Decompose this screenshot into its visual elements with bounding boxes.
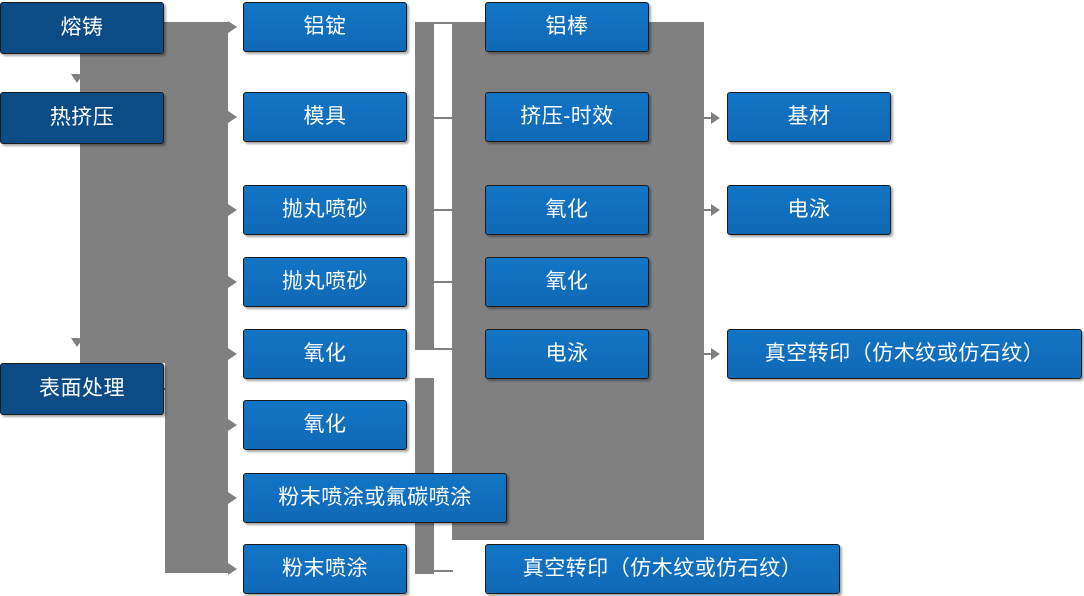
- node-label-c4-2: 电泳: [787, 197, 831, 221]
- node-powder-coating[interactable]: 粉末喷涂: [240, 541, 410, 596]
- node-electrophoresis-c4[interactable]: 电泳: [724, 182, 894, 238]
- arrow-to-c2-1: [228, 21, 237, 33]
- node-label-c2-7: 粉末喷涂或氟碳喷涂: [278, 485, 472, 509]
- node-label-c2-4: 抛丸喷砂: [282, 269, 368, 293]
- connector-mid-stub-6: [433, 570, 453, 572]
- arrow-to-c2-2: [228, 111, 237, 123]
- arrow-to-c4-3: [711, 348, 720, 360]
- node-label-c3-6: 真空转印（仿木纹或仿石纹）: [522, 556, 803, 580]
- connector-left-trunk-bottom: [165, 363, 228, 573]
- arrow-down-stage1-to-stage2: [71, 74, 83, 83]
- node-label-c3-1: 铝棒: [545, 14, 589, 38]
- arrow-down-stage2-to-stage3: [71, 338, 83, 347]
- node-label-c4-3: 真空转印（仿木纹或仿石纹）: [764, 341, 1045, 365]
- node-label-c3-5: 电泳: [545, 341, 589, 365]
- arrow-to-c4-2: [711, 204, 720, 216]
- node-label-c2-5: 氧化: [303, 341, 347, 365]
- node-oxidation-c2-1[interactable]: 氧化: [240, 326, 410, 382]
- connector-mid-stub-1: [433, 22, 453, 24]
- node-extrusion-aging[interactable]: 挤压-时效: [482, 89, 652, 145]
- node-oxidation-c3-1[interactable]: 氧化: [482, 182, 652, 238]
- connector-mid-stub-5: [433, 348, 453, 350]
- node-vacuum-transfer-c4[interactable]: 真空转印（仿木纹或仿石纹）: [724, 326, 1084, 382]
- node-label-c2-2: 模具: [303, 104, 347, 128]
- arrow-to-c2-4: [228, 276, 237, 288]
- connector-right-line-3: [704, 353, 715, 355]
- node-mould[interactable]: 模具: [240, 89, 410, 145]
- arrow-to-c2-8: [228, 563, 237, 575]
- arrow-to-c2-7: [228, 492, 237, 504]
- connector-right-line-1: [704, 117, 715, 119]
- connector-mid-stub-3: [433, 209, 453, 211]
- node-oxidation-c2-2[interactable]: 氧化: [240, 397, 410, 453]
- connector-right-line-2: [704, 209, 715, 211]
- connector-mid-rail-upper: [415, 22, 434, 350]
- connector-mid-stub-2: [433, 117, 453, 119]
- stage-box-hot-extrusion[interactable]: 热挤压: [0, 92, 164, 144]
- node-label-c2-3: 抛丸喷砂: [282, 197, 368, 221]
- node-aluminum-bar[interactable]: 铝棒: [482, 0, 652, 55]
- node-label-c2-8: 粉末喷涂: [282, 556, 368, 580]
- arrow-to-c2-6: [228, 419, 237, 431]
- node-label-c3-4: 氧化: [545, 269, 589, 293]
- node-aluminum-ingot[interactable]: 铝锭: [240, 0, 410, 55]
- stage-label-3: 表面处理: [39, 376, 125, 400]
- stage-label-2: 热挤压: [49, 105, 115, 129]
- node-label-c3-3: 氧化: [545, 197, 589, 221]
- stage-label-1: 熔铸: [60, 15, 104, 39]
- connector-mid-stub-4: [433, 281, 453, 283]
- arrow-to-c2-3: [228, 204, 237, 216]
- connector-surface-treatment-stub: [160, 388, 178, 390]
- node-label-c2-6: 氧化: [303, 412, 347, 436]
- arrow-to-c2-5: [228, 348, 237, 360]
- node-vacuum-transfer-c3[interactable]: 真空转印（仿木纹或仿石纹）: [482, 541, 843, 596]
- connector-left-trunk-top: [80, 22, 228, 363]
- arrow-to-c4-1: [711, 112, 720, 124]
- node-label-c4-1: 基材: [787, 104, 831, 128]
- stage-box-melting-casting[interactable]: 熔铸: [0, 2, 164, 54]
- stage-box-surface-treatment[interactable]: 表面处理: [0, 363, 164, 415]
- node-label-c2-1: 铝锭: [303, 14, 347, 38]
- node-powder-or-fluorocarbon-coating[interactable]: 粉末喷涂或氟碳喷涂: [240, 470, 510, 526]
- node-electrophoresis-c3[interactable]: 电泳: [482, 326, 652, 382]
- node-label-c3-2: 挤压-时效: [520, 104, 614, 128]
- node-shot-blasting-1[interactable]: 抛丸喷砂: [240, 182, 410, 238]
- node-oxidation-c3-2[interactable]: 氧化: [482, 254, 652, 310]
- node-substrate[interactable]: 基材: [724, 89, 894, 145]
- node-shot-blasting-2[interactable]: 抛丸喷砂: [240, 254, 410, 310]
